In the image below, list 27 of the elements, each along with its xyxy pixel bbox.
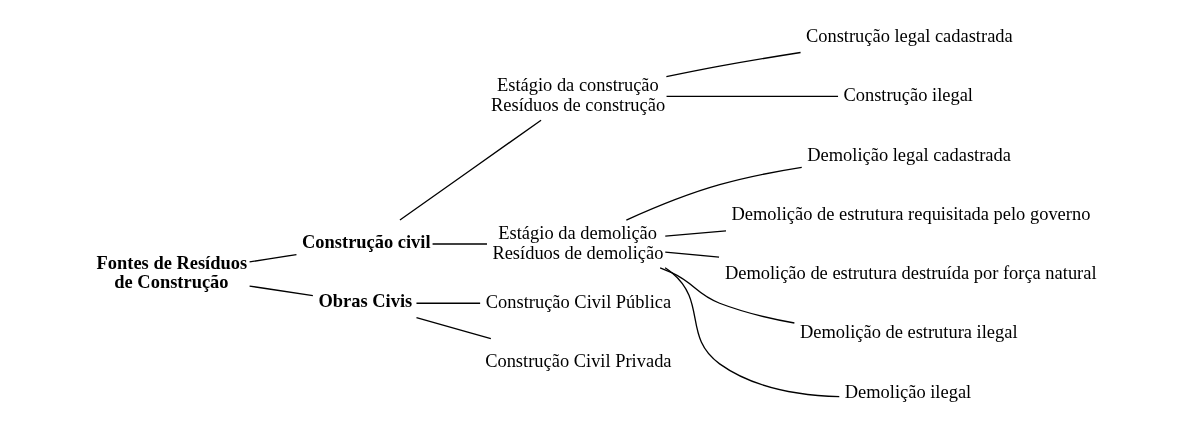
connector xyxy=(665,51,802,78)
connector xyxy=(248,253,298,263)
connector xyxy=(664,267,840,398)
connector xyxy=(659,267,796,324)
node-text: Construção Civil Pública xyxy=(485,292,672,313)
node-text: Fontes de Resíduos de Construção xyxy=(96,253,248,292)
node-text: Construção Civil Privada xyxy=(485,351,672,372)
node-text: Demolição de estrutura requisitada pelo governo xyxy=(731,203,1091,224)
connector xyxy=(248,285,314,297)
connector xyxy=(415,302,481,304)
connector xyxy=(665,95,839,98)
node-text: Demolição de estrutura ilegal xyxy=(799,322,1018,343)
node-text: Construção legal cadastrada xyxy=(805,26,1013,47)
connector xyxy=(664,251,720,258)
connector xyxy=(399,119,542,221)
node-text: Demolição legal cadastrada xyxy=(807,144,1011,165)
connector xyxy=(415,316,492,340)
node-text: Construção ilegal xyxy=(843,85,973,106)
node-text: Demolição de estrutura destruída por força natural xyxy=(724,263,1097,284)
connector xyxy=(664,230,727,237)
node-text: Estágio da demolição Resíduos de demolição xyxy=(492,222,664,263)
node-text: Estágio da construção Resíduos de construção xyxy=(491,75,666,116)
node-text: Demolição ilegal xyxy=(844,381,972,402)
connector xyxy=(431,243,488,245)
node-text: Construção civil xyxy=(302,231,431,252)
node-text: Obras Civis xyxy=(318,290,413,311)
connector xyxy=(625,166,803,221)
